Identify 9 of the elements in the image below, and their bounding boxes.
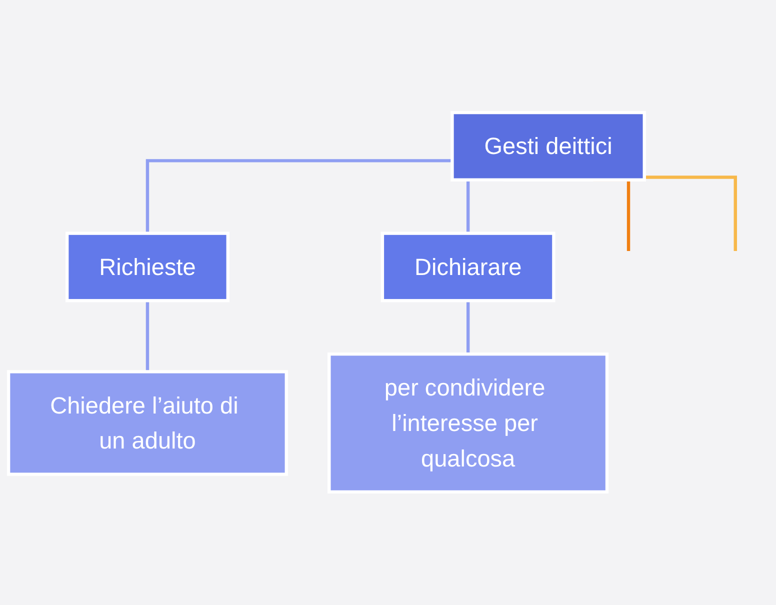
node-box: Richieste bbox=[65, 232, 230, 302]
connector bbox=[644, 176, 737, 252]
node-box: Dichiarare bbox=[380, 232, 556, 302]
node-box: Gesti deittici bbox=[450, 111, 646, 182]
connector bbox=[146, 299, 150, 372]
node-box: Chiedere l’aiuto di un adulto bbox=[6, 370, 288, 476]
node-box: per condividere l’interesse per qualcosa bbox=[328, 352, 609, 494]
connector bbox=[146, 159, 452, 234]
connector bbox=[466, 299, 470, 354]
